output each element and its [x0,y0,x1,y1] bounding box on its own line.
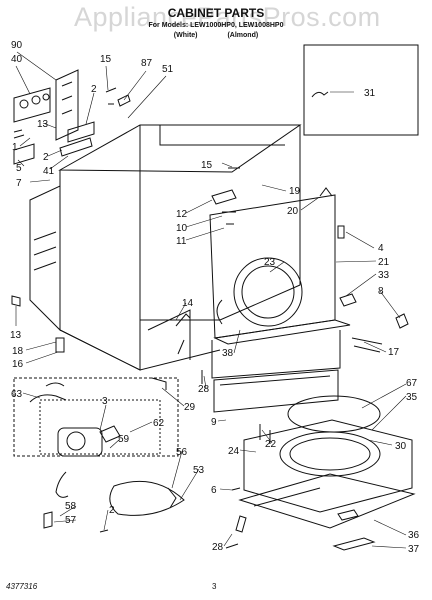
callout-28: 28 [198,384,210,395]
callout-23: 23 [264,257,276,268]
callout-8: 8 [378,286,384,297]
callout-33: 33 [378,270,390,281]
color-variants: (White) (Almond) [0,32,432,39]
callout-4: 4 [378,243,384,254]
motor-assembly [29,382,185,529]
callout-30: 30 [395,441,407,452]
callout-20: 20 [287,206,299,217]
callout-36: 36 [408,530,420,541]
callout-15: 15 [201,160,213,171]
callout-16: 16 [12,359,24,370]
callout-9: 9 [211,417,217,428]
cabinet-frame [29,124,351,379]
callout-58: 58 [65,501,77,512]
callout-7: 7 [16,178,22,189]
callout-5: 5 [16,163,22,174]
callout-35: 35 [406,392,418,403]
callout-67: 67 [406,378,418,389]
callout-22: 22 [265,439,277,450]
callout-2: 2 [109,505,115,516]
callout-90: 90 [11,40,23,51]
part-31-wire [311,91,329,98]
callout-10: 10 [176,223,188,234]
callout-1: 1 [12,142,18,153]
variant-white: (White) [173,32,198,39]
callout-51: 51 [162,64,174,75]
callout-18: 18 [12,346,24,357]
callout-labels: 90 40 15 87 51 2 13 1 5 2 41 7 31 15 19 … [10,40,420,555]
document-number: 4377316 [6,582,38,591]
watermark: AppliancePartsPros.com [74,2,381,32]
fasteners [11,87,409,549]
callout-17: 17 [388,347,400,358]
callout-62: 62 [153,418,165,429]
callout-41: 41 [43,166,55,177]
callout-53: 53 [193,465,205,476]
callout-38: 38 [222,348,234,359]
callout-56: 56 [176,447,188,458]
control-bracket-assembly [13,69,95,165]
inset-box-lower [13,377,179,457]
page-number: 3 [212,582,217,591]
callout-13: 13 [37,119,49,130]
callout-63: 63 [11,389,23,400]
page-header: AppliancePartsPros.com CABINET PARTS For… [0,0,432,62]
page-title: CABINET PARTS [167,6,265,20]
callout-87: 87 [141,58,153,69]
callout-6: 6 [211,485,217,496]
variant-almond: (Almond) [227,32,259,39]
callout-57: 57 [65,515,77,526]
callout-11: 11 [176,236,187,247]
callout-21: 21 [378,257,390,268]
inset-box-top [303,44,419,136]
callout-29: 29 [184,402,196,413]
callout-leaders [15,51,407,549]
callout-24: 24 [228,446,240,457]
model-list: For Models: LEW1000HP0, LEW1008HP0 [148,22,284,29]
callout-12: 12 [176,209,188,220]
callout-19: 19 [289,186,301,197]
cabinet-base [213,369,416,551]
callout-15: 15 [100,54,112,65]
callout-2: 2 [91,84,97,95]
callout-37: 37 [408,544,420,555]
callout-13: 13 [10,330,22,341]
callout-40: 40 [11,54,23,65]
callout-3: 3 [102,396,108,407]
callout-31: 31 [364,88,376,99]
callout-14: 14 [182,298,194,309]
callout-2: 2 [43,152,49,163]
callout-59: 59 [118,434,130,445]
callout-28: 28 [212,542,224,553]
